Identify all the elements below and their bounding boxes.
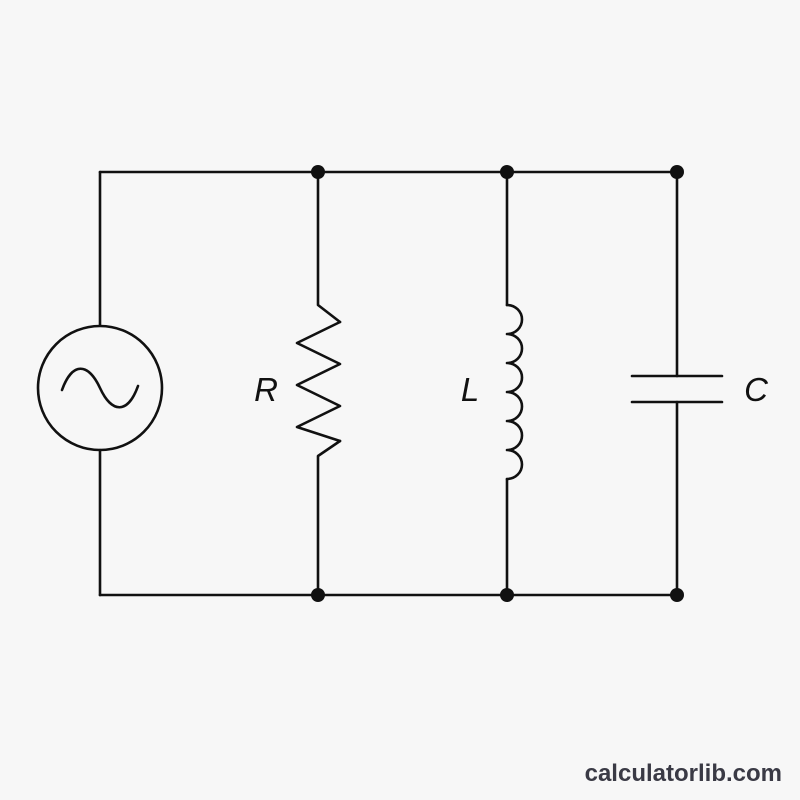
inductor-coil [505,303,524,481]
inductor-label: L [461,371,479,408]
junction-dot-bottom-resistor [311,588,325,602]
resistor-zigzag-icon [295,320,342,443]
junction-dot-top-resistor [311,165,325,179]
inductor-coil-icon [505,303,524,481]
resistor-label: R [254,371,278,408]
ac-source-sine-wave [60,367,140,409]
watermark-text: calculatorlib.com [585,760,782,787]
junction-dot-bottom-capacitor [670,588,684,602]
junction-dot-bottom-inductor [500,588,514,602]
junction-dot-top-capacitor [670,165,684,179]
resistor-bottom-lead [316,439,342,597]
ac-source-icon [36,324,164,452]
capacitor-plates-icon [630,374,724,404]
junction-dot-top-inductor [500,165,514,179]
ac-source-circle [36,324,164,452]
capacitor-label: C [744,371,769,408]
resistor-top-lead [316,170,342,324]
resistor-zigzag [295,320,342,443]
